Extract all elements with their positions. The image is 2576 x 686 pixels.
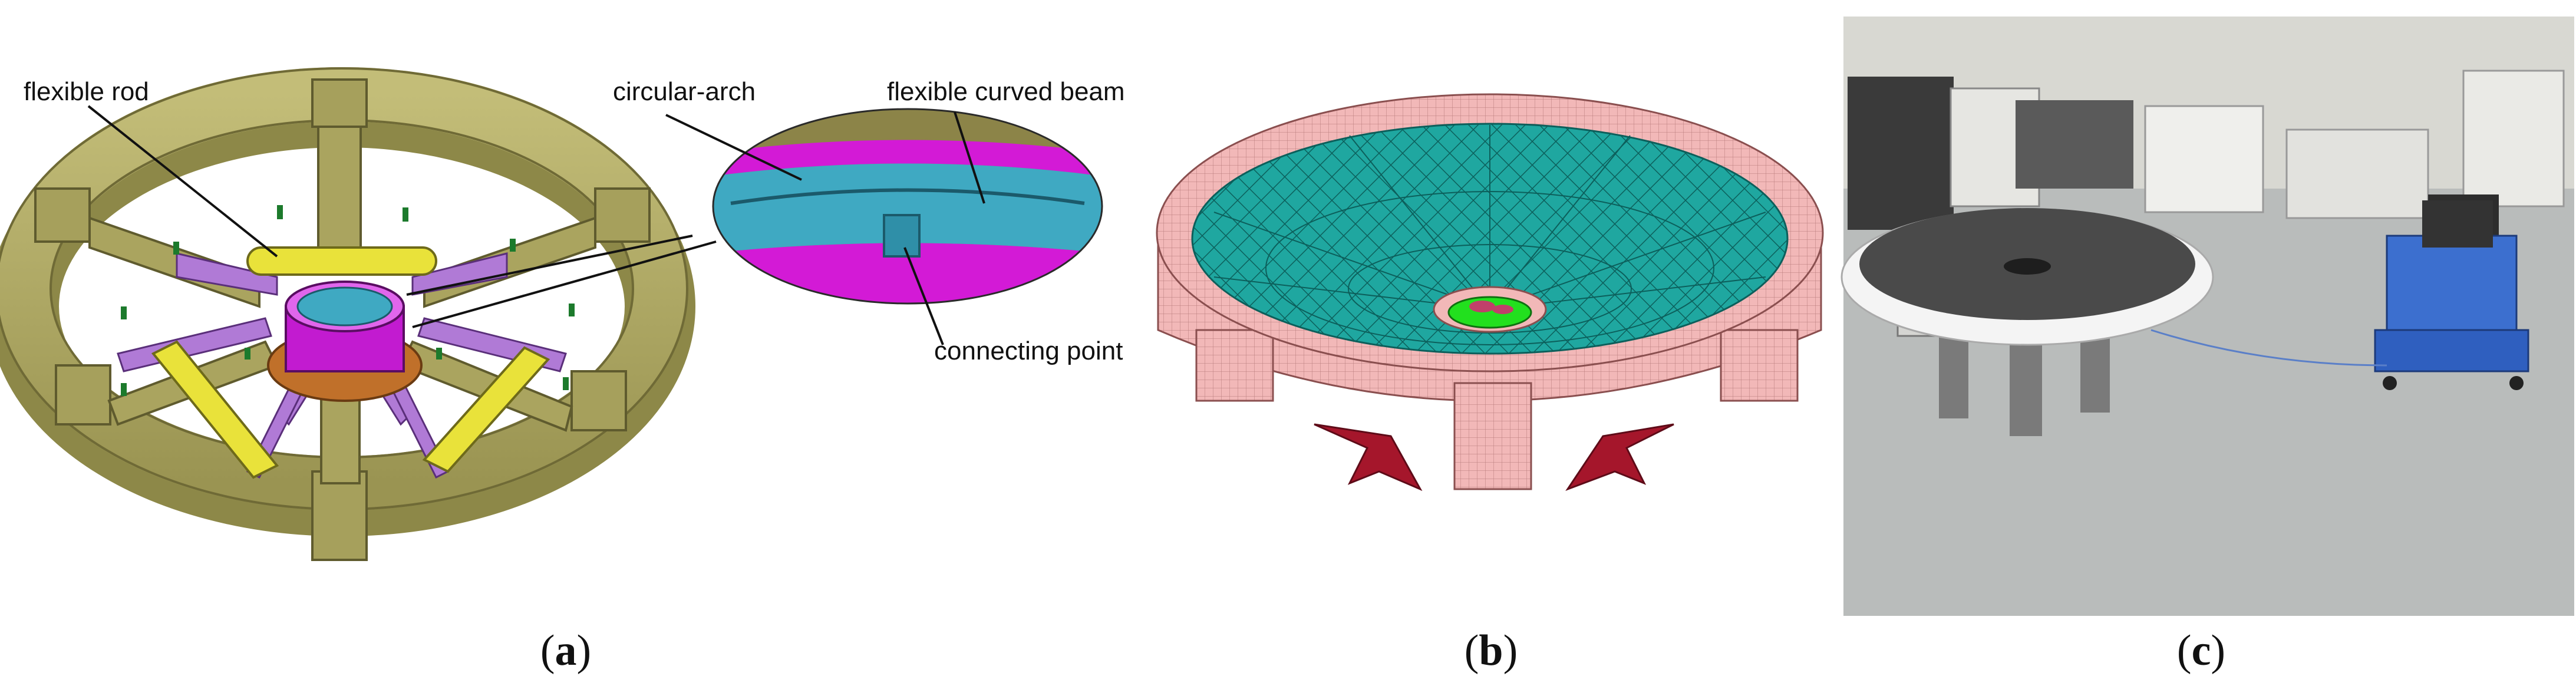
inset-magnified-view — [712, 108, 1103, 305]
lab-photo-drawing — [1841, 17, 2574, 616]
background-equipment — [1848, 70, 2565, 236]
panel-a-cad-model: flexible rod circular-arch flexible curv… — [0, 0, 1155, 686]
test-disc-device — [1841, 208, 2214, 436]
cad-model-drawing: flexible rod circular-arch flexible curv… — [0, 67, 1125, 561]
label-connecting-point: connecting point — [934, 337, 1123, 365]
label-flexible-curved-beam: flexible curved beam — [887, 77, 1125, 106]
panel-c-photo: (c) — [1839, 0, 2576, 686]
caption-c: (c) — [2176, 626, 2226, 675]
equipment-cart — [2374, 200, 2529, 390]
flexible-rods — [151, 246, 550, 479]
mesh-brackets — [1314, 423, 1674, 492]
cable — [2150, 329, 2387, 367]
ring-joint-blocks — [34, 78, 651, 561]
finite-element-mesh-drawing — [1156, 93, 1824, 492]
label-flexible-rod: flexible rod — [24, 77, 149, 106]
callout-leader-lines — [87, 105, 985, 345]
caption-a: (a) — [540, 626, 592, 675]
caption-b: (b) — [1464, 626, 1518, 675]
label-circular-arch: circular-arch — [613, 77, 756, 106]
mesh-hub — [1433, 286, 1547, 333]
sensor-markers — [121, 205, 575, 396]
central-hub — [267, 281, 423, 402]
panel-b-fe-mesh: (b) — [1155, 0, 1839, 686]
